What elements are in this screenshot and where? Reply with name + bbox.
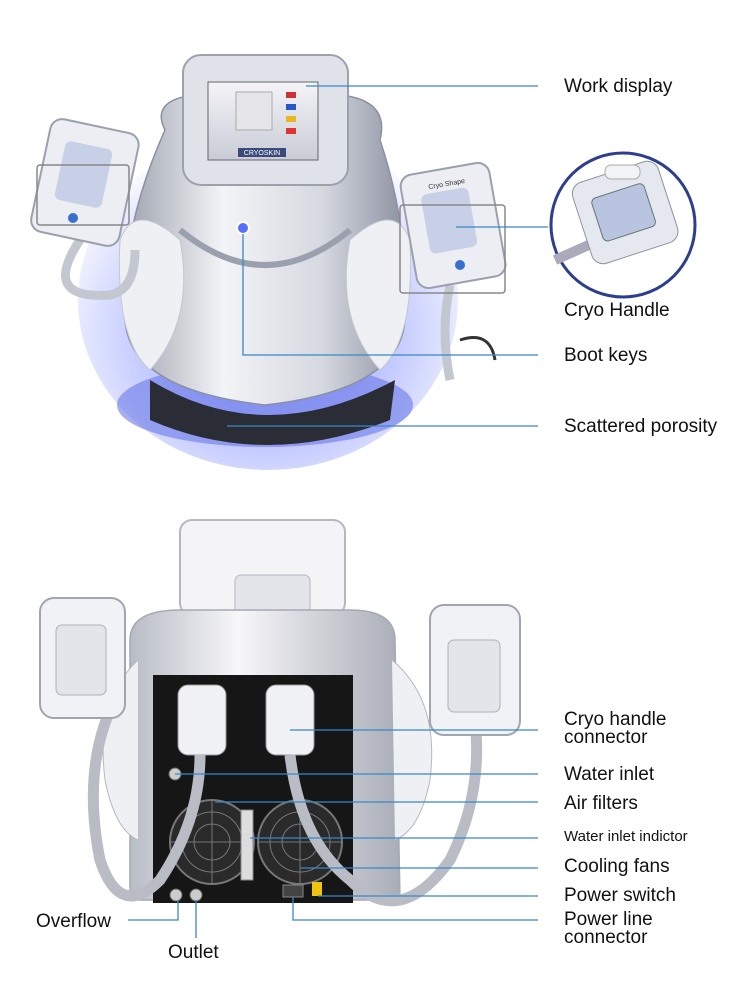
cryo-handle-inset [549,151,697,299]
power-line-connector-label: Power line connector [564,909,653,948]
right-cryo-handle: Cryo Shape [399,161,507,381]
top-device: CRYOSKIN Cryo Shape [30,54,697,470]
water-inlet-indictor-label: Water inlet indictor [564,828,688,845]
work-display-label: Work display [564,76,673,97]
power-switch-label: Power switch [564,885,676,906]
cooling-fan-right [257,799,343,885]
cryo-handle-connector-label: Cryo handle connector [564,709,667,748]
screen-logo: CRYOSKIN [244,150,280,157]
overflow-label: Overflow [36,911,111,932]
flag-icons [286,92,296,134]
vent-base [150,380,395,445]
bottom-device [39,519,521,907]
top-callout-lines [227,85,548,427]
cryo-handle-label: Cryo Handle [564,300,670,321]
boot-key [236,221,250,235]
left-cryo-handle [30,118,140,300]
water-inlet-label: Water inlet [564,764,655,785]
air-filters-label: Air filters [564,793,638,814]
bottom-right-handle [429,604,521,736]
bottom-left-handle [39,597,126,719]
outlet-label: Outlet [168,942,219,963]
boot-keys-label: Boot keys [564,345,648,366]
water-level-indicator [240,809,254,881]
scattered-porosity-label: Scattered porosity [564,416,718,437]
cooling-fans-label: Cooling fans [564,856,670,877]
bottom-callout-lines [128,729,538,938]
